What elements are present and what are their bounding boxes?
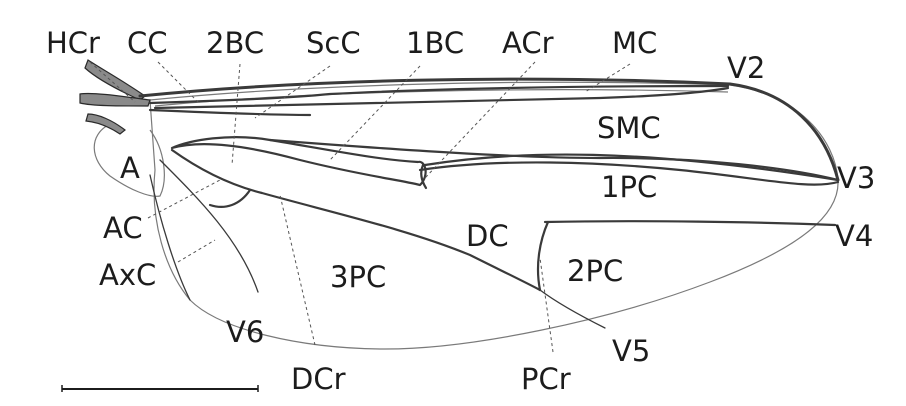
vein-dcr-chain <box>170 148 542 292</box>
vein-acr <box>420 163 428 190</box>
leader-pcr <box>539 257 554 353</box>
leader-scc <box>254 65 331 119</box>
vein-axillary <box>149 174 191 301</box>
label-a: A <box>120 151 140 185</box>
label-2pc: 2PC <box>567 254 623 288</box>
vein-anal-loop <box>208 188 252 208</box>
vein-pcr <box>536 220 550 292</box>
label-v3: V3 <box>837 161 875 195</box>
vein-subcosta <box>148 84 730 105</box>
label-1pc: 1PC <box>601 170 657 204</box>
leader-1bc <box>329 65 421 161</box>
vein-v4 <box>418 161 840 227</box>
wing-base-middle <box>79 92 151 107</box>
label-scc: ScC <box>306 26 361 60</box>
vein-v2 <box>153 86 730 110</box>
leader-acr <box>424 61 536 179</box>
label-dc: DC <box>466 219 509 253</box>
label-dcr: DCr <box>291 362 346 396</box>
label-v6: V6 <box>226 315 264 349</box>
label-pcr: PCr <box>521 362 571 396</box>
label-cc: CC <box>127 26 168 60</box>
label-acr: ACr <box>502 26 554 60</box>
vein-costa <box>138 77 840 182</box>
label-2bc: 2BC <box>206 26 264 60</box>
vein-v6 <box>159 159 259 293</box>
leader-ac <box>147 179 221 219</box>
label-axc: AxC <box>99 258 156 292</box>
vein-v4-a <box>423 153 840 182</box>
label-3pc: 3PC <box>330 260 386 294</box>
label-smc: SMC <box>597 111 661 145</box>
label-v4: V4 <box>835 219 873 253</box>
wing-outline <box>149 81 839 350</box>
leader-mc <box>584 63 631 93</box>
label-v5: V5 <box>612 334 650 368</box>
leader-axc <box>177 239 216 263</box>
leader-2bc <box>231 63 241 166</box>
wing-base-lower <box>85 113 126 135</box>
vein-r-stem <box>148 108 312 117</box>
label-mc: MC <box>612 26 657 60</box>
label-ac: AC <box>103 211 143 245</box>
label-1bc: 1BC <box>406 26 464 60</box>
vein-basal-cell <box>170 136 427 187</box>
leader-cc <box>157 61 201 105</box>
label-hcr: HCr <box>46 26 100 60</box>
vein-v3 <box>268 138 840 182</box>
leader-hcr <box>89 61 136 103</box>
label-v2: V2 <box>727 51 765 85</box>
leader-dcr <box>279 194 316 346</box>
vein-v5 <box>539 289 606 329</box>
